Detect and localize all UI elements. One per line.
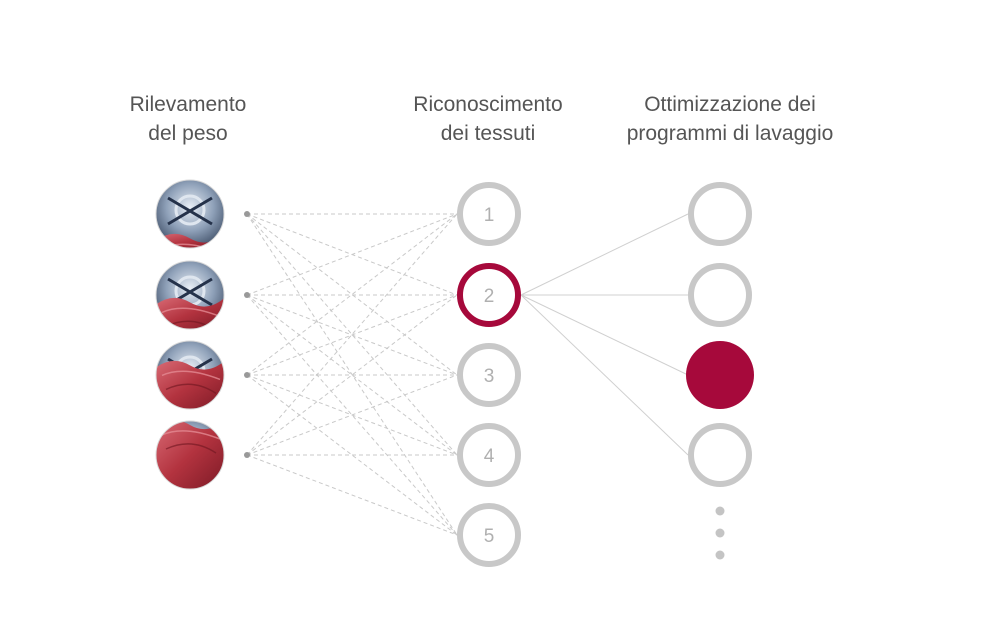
fabric-node-5: 5 [457,503,521,567]
title-line: dei tessuti [440,122,536,145]
column-title-weight-detection: Rilevamento del peso [88,90,288,148]
edge-weight-4-fabric-2 [246,294,458,456]
edge-weight-3-fabric-2 [246,294,458,376]
fabric-node-2: 2 [457,263,521,327]
title-line: Riconoscimento [413,93,563,116]
title-line: Rilevamento [129,93,247,116]
fabric-node-4: 4 [457,423,521,487]
edge-weight-3-fabric-5 [246,374,458,536]
fabric-node-label: 1 [484,205,495,226]
edge-fabric-2-program-1 [520,213,689,296]
edge-fabric-2-program-4 [520,294,689,456]
fabric-node-1: 1 [457,182,521,246]
edge-weight-4-fabric-3 [246,374,458,456]
fabric-node-label: 4 [484,446,495,467]
fabric-node-label: 2 [484,286,495,307]
edge-weight-1-fabric-3 [246,213,458,376]
program-node-2 [688,263,752,327]
fabric-node-3: 3 [457,343,521,407]
input-to-fabric-connections [246,213,458,536]
title-line: del peso [148,122,228,145]
title-line: programmi di lavaggio [626,122,834,145]
title-line: Ottimizzazione dei [644,93,816,116]
column-title-program-optimization: Ottimizzazione dei programmi di lavaggio [600,90,860,148]
more-options-ellipsis-icon [715,506,725,560]
input-connector-dot [244,211,250,217]
ellipsis-dot [715,528,725,538]
drum-load-icon-4 [155,420,225,490]
fabric-node-column: 1 2 3 4 5 [457,182,521,567]
drum-load-icon-1 [155,179,225,249]
ellipsis-dot [715,506,725,516]
input-connector-dot [244,372,250,378]
program-node-3-selected [686,341,754,409]
fabric-node-label: 3 [484,366,495,387]
drum-load-icon-3 [155,340,225,410]
input-connector-dot [244,292,250,298]
drum-load-icon-2 [155,260,225,330]
edge-weight-2-fabric-1 [246,213,458,296]
fabric-to-program-connections [520,213,689,456]
column-title-fabric-recognition: Riconoscimento dei tessuti [388,90,588,148]
ellipsis-dot [715,550,725,560]
input-connector-dot [244,452,250,458]
fabric-node-label: 5 [484,526,495,547]
program-node-column [686,182,754,487]
edge-weight-1-fabric-4 [246,213,458,456]
edge-weight-4-fabric-5 [246,454,458,536]
edge-weight-3-fabric-1 [246,213,458,376]
edge-fabric-2-program-3 [520,294,689,376]
weight-input-column [155,179,250,490]
program-node-4 [688,423,752,487]
edge-weight-2-fabric-4 [246,294,458,456]
program-node-1 [688,182,752,246]
edge-weight-4-fabric-1 [246,213,458,456]
